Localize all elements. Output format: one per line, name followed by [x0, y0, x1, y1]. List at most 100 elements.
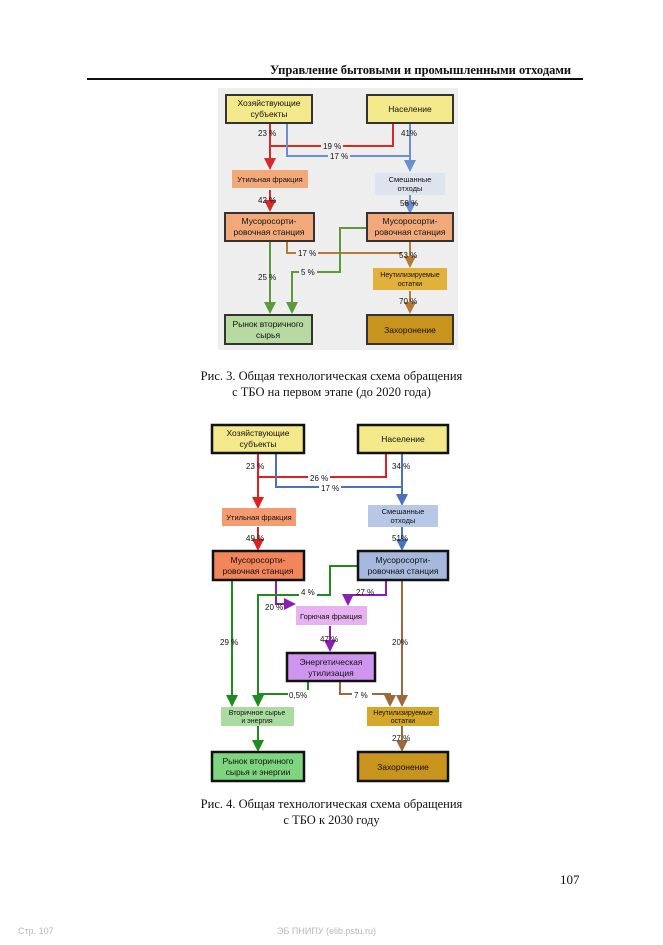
box-mixed-waste: Смешанные отходы — [368, 505, 438, 527]
box-business-entities: Хозяйствующие субъекты — [225, 94, 313, 124]
flow-sort2-to-market — [286, 227, 370, 314]
label-5: 5 % — [301, 268, 315, 277]
flow-biz-to-mixed — [286, 123, 410, 157]
box-combustible-fraction: Горючая фракция — [296, 606, 367, 625]
svg-text:Захоронение: Захоронение — [384, 325, 436, 335]
box-burial: Захоронение — [366, 314, 454, 345]
label-42: 42 % — [258, 196, 276, 205]
label-23: 23 % — [246, 462, 264, 471]
svg-text:и энергия: и энергия — [241, 718, 273, 725]
box-population: Население — [366, 94, 454, 124]
svg-text:утилизация: утилизация — [308, 668, 354, 678]
svg-text:Население: Население — [381, 434, 425, 444]
box-sorting-station-1: Мусоросорти- ровочная станция — [211, 549, 306, 582]
flow-sort2-to-combustible — [342, 581, 387, 606]
svg-text:ровочная станция: ровочная станция — [375, 227, 446, 237]
svg-text:ровочная станция: ровочная станция — [368, 566, 439, 576]
svg-text:Мусоросорти-: Мусоросорти- — [242, 216, 297, 226]
figure-4-caption-line-1: Рис. 4. Общая технологическая схема обра… — [200, 797, 463, 811]
box-energy-utilization: Энергетическая утилизация — [285, 651, 377, 683]
label-17b: 17 % — [298, 249, 316, 258]
label-17: 17 % — [321, 484, 339, 493]
svg-text:сырья: сырья — [256, 330, 281, 340]
label-26: 26 % — [310, 474, 328, 483]
svg-text:отходы: отходы — [391, 516, 416, 525]
box-sorting-station-1: Мусоросорти- ровочная станция — [224, 212, 315, 242]
svg-text:Горючая фракция: Горючая фракция — [300, 612, 362, 621]
figure-3-caption-line-1: Рис. 3. Общая технологическая схема обра… — [200, 369, 463, 383]
svg-text:субъекты: субъекты — [250, 109, 287, 119]
box-utility-fraction: Утильная фракция — [232, 170, 308, 188]
label-27b: 27 % — [392, 734, 410, 743]
box-secondary-market: Рынок вторичного сырья — [224, 314, 313, 345]
label-20b: 20% — [392, 638, 408, 647]
svg-text:Рынок вторичного: Рынок вторичного — [222, 756, 293, 766]
label-49: 49 % — [246, 534, 264, 543]
svg-text:Хозяйствующие: Хозяйствующие — [237, 98, 300, 108]
label-25: 25 % — [258, 273, 276, 282]
label-17: 17 % — [330, 152, 348, 161]
svg-text:Мусоросорти-: Мусоросорти- — [383, 216, 438, 226]
header-rule — [87, 78, 583, 80]
label-4: 4 % — [301, 588, 315, 597]
label-29: 29 % — [220, 638, 238, 647]
svg-text:ровочная станция: ровочная станция — [234, 227, 305, 237]
label-05: 0,5% — [289, 691, 307, 700]
box-secondary-market: Рынок вторичного сырья и энергии — [210, 750, 306, 783]
svg-text:Неутилизируемые: Неутилизируемые — [380, 272, 440, 279]
svg-text:Энергетическая: Энергетическая — [300, 657, 363, 667]
label-34: 34 % — [392, 462, 410, 471]
svg-text:Смешанные: Смешанные — [389, 175, 432, 184]
box-mixed-waste: Смешанные отходы — [375, 173, 445, 195]
label-19: 19 % — [323, 142, 341, 151]
svg-text:Утильная фракция: Утильная фракция — [226, 513, 291, 522]
label-7: 7 % — [354, 691, 368, 700]
box-secondary-raw-energy: Вторичное сырье и энергия — [221, 707, 294, 726]
svg-text:Неутилизируемые: Неутилизируемые — [373, 710, 433, 717]
flow-pop-to-util — [270, 123, 394, 147]
svg-text:Смешанные: Смешанные — [382, 507, 425, 516]
label-47: 47 % — [320, 635, 338, 644]
label-41: 41% — [401, 129, 417, 138]
label-20a: 20 % — [265, 603, 283, 612]
running-header: Управление бытовыми и промышленными отхо… — [270, 63, 572, 77]
box-unused-residues: Неутилизируемые остатки — [367, 707, 439, 726]
box-unused-residues: Неутилизируемые остатки — [373, 268, 447, 290]
svg-text:Вторичное сырье: Вторичное сырье — [229, 710, 286, 717]
svg-text:остатки: остатки — [398, 281, 423, 288]
label-27: 27 % — [356, 588, 374, 597]
svg-text:субъекты: субъекты — [239, 439, 276, 449]
flow-pop-to-util — [258, 453, 387, 478]
box-business-entities: Хозяйствующие субъекты — [210, 423, 306, 455]
svg-text:Рынок вторичного: Рынок вторичного — [232, 319, 303, 329]
flow-sort1-to-unused — [286, 242, 402, 254]
svg-text:остатки: остатки — [391, 718, 416, 725]
flow-sort1-to-combustible — [275, 581, 296, 610]
svg-text:Мусоросорти-: Мусоросорти- — [231, 555, 286, 565]
flow-biz-to-mixed — [275, 453, 402, 488]
flow-sort2-to-secondary — [252, 565, 358, 707]
svg-text:ровочная станция: ровочная станция — [223, 566, 294, 576]
box-utility-fraction: Утильная фракция — [222, 508, 296, 526]
figure-3-caption-line-2: с ТБО на первом этапе (до 2020 года) — [232, 385, 431, 399]
box-population: Население — [356, 423, 450, 455]
figure-4-diagram: Хозяйствующие субъекты Население Утильна… — [210, 423, 450, 783]
svg-text:Утильная фракция: Утильная фракция — [237, 175, 302, 184]
svg-text:Население: Население — [388, 104, 432, 114]
svg-text:Хозяйствующие: Хозяйствующие — [226, 428, 289, 438]
box-sorting-station-2: Мусоросорти- ровочная станция — [366, 212, 454, 242]
svg-text:Мусоросорти-: Мусоросорти- — [376, 555, 431, 565]
label-58: 58 % — [400, 199, 418, 208]
svg-text:Захоронение: Захоронение — [377, 762, 429, 772]
footer-page-label: Стр. 107 — [18, 926, 54, 936]
label-23: 23 % — [258, 129, 276, 138]
svg-text:отходы: отходы — [398, 184, 423, 193]
figure-3-diagram: Хозяйствующие субъекты Население Утильна… — [218, 88, 458, 350]
figure-4-caption-line-2: с ТБО к 2030 году — [283, 813, 380, 827]
label-70: 70 % — [399, 297, 417, 306]
label-53: 53 % — [399, 251, 417, 260]
footer-library-label: ЭБ ПНИПУ (elib.pstu.ru) — [277, 926, 377, 936]
box-sorting-station-2: Мусоросорти- ровочная станция — [356, 549, 450, 582]
label-51: 51% — [392, 534, 408, 543]
page-number: 107 — [560, 872, 580, 887]
